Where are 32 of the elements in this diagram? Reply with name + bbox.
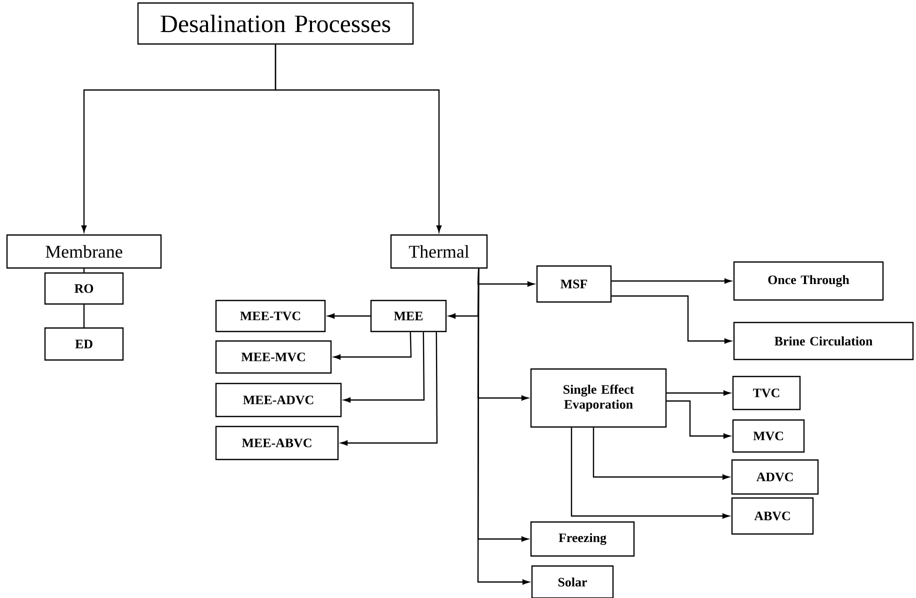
process-box: MEE-TVC [215,300,326,332]
process-box: Brine Circulation [733,322,914,360]
process-box: Freezing [530,521,635,557]
process-box: MEE-MVC [215,340,332,374]
arrow [666,400,730,439]
arrow [612,278,732,284]
process-box: TVC [732,376,801,410]
arrow [274,44,442,232]
category-box: Thermal [390,234,488,269]
process-box: RO [44,272,124,305]
process-box: ABVC [731,497,814,535]
arrow [666,390,730,396]
arrow [570,428,730,519]
arrow [340,332,438,446]
arrow [328,313,370,319]
arrow [592,428,730,480]
process-box: ED [44,327,124,361]
process-box: Single Effect Evaporation [530,368,667,428]
process-box: Solar [531,565,614,598]
process-box: MEE-ADVC [215,382,342,418]
category-box: Membrane [6,234,162,269]
process-box: MEE [370,300,447,332]
process-box: MVC [732,419,805,453]
arrow [344,332,425,403]
arrow [334,332,412,360]
process-box: ADVC [731,459,819,495]
arrow [612,295,732,344]
process-box: MSF [536,265,612,303]
title-box: Desalination Processes [137,2,414,45]
arrow [477,268,530,585]
process-box: MEE-ABVC [215,426,339,460]
process-box: Once Through [733,261,884,301]
